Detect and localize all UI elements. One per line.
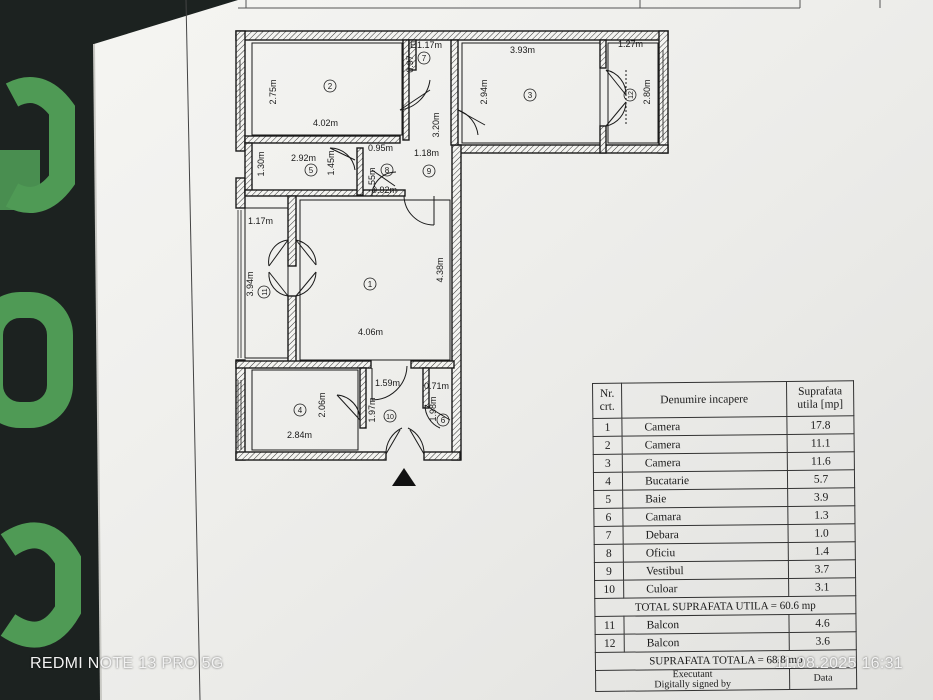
row-nr: 3 bbox=[593, 454, 623, 473]
row-nr: 8 bbox=[594, 544, 624, 563]
dim-4-02: 4.02m bbox=[313, 118, 338, 128]
row-nr: 10 bbox=[594, 580, 624, 599]
row-area: 3.1 bbox=[788, 577, 856, 597]
header-area: Suprafata utila [mp] bbox=[786, 380, 854, 417]
row-nr: 4 bbox=[593, 472, 623, 491]
row-nr: 7 bbox=[594, 526, 624, 545]
dim-1-55: 1.55m bbox=[367, 167, 377, 192]
row-name: Camera bbox=[622, 452, 788, 473]
row-name: Vestibul bbox=[623, 560, 789, 581]
room-9-label: 9 bbox=[427, 167, 432, 176]
dim-4-06: 4.06m bbox=[358, 327, 383, 337]
dim-4-38: 4.38m bbox=[435, 257, 445, 282]
dim-2-84: 2.84m bbox=[287, 430, 312, 440]
dim-1-59: 1.59m bbox=[375, 378, 400, 388]
row-nr: 9 bbox=[594, 562, 624, 581]
balcony-area: 3.6 bbox=[789, 631, 857, 651]
dim-1-27: 1.27m bbox=[618, 39, 643, 49]
row-nr: 1 bbox=[592, 418, 623, 437]
row-area: 1.0 bbox=[787, 523, 856, 543]
floor-plan bbox=[235, 30, 669, 461]
room-12-label: 12 bbox=[628, 91, 635, 99]
row-name: Culoar bbox=[623, 578, 789, 599]
dim-1-30: 1.30m bbox=[256, 151, 266, 176]
balcony-nr: 12 bbox=[595, 634, 625, 653]
dim-1-97: 1.97m bbox=[367, 397, 377, 422]
row-name: Bucatarie bbox=[622, 470, 788, 491]
balcony-area: 4.6 bbox=[788, 613, 857, 633]
row-area: 17.8 bbox=[786, 415, 855, 435]
room-7-label: 7 bbox=[422, 54, 427, 63]
dim-0-71: 0.71m bbox=[424, 381, 449, 391]
room-8-label: 8 bbox=[385, 166, 390, 175]
dim-3-93: 3.93m bbox=[510, 45, 535, 55]
room-3-label: 3 bbox=[528, 91, 533, 100]
dim-2-92: 2.92m bbox=[291, 153, 316, 163]
dim-1-17-top: 1.17m bbox=[417, 40, 442, 50]
row-name: Baie bbox=[622, 488, 788, 509]
dim-1-17-left: 1.17m bbox=[248, 216, 273, 226]
room-1-label: 1 bbox=[368, 280, 373, 289]
row-area: 3.7 bbox=[788, 559, 856, 579]
row-area: 3.9 bbox=[787, 487, 855, 507]
row-name: Oficiu bbox=[623, 542, 789, 563]
row-area: 1.4 bbox=[788, 541, 856, 561]
row-area: 11.1 bbox=[787, 433, 855, 453]
signed-label: Digitally signed by bbox=[654, 678, 732, 691]
dim-3-94: 3.94m bbox=[245, 271, 255, 296]
header-nr: Nr. crt. bbox=[592, 383, 622, 419]
room-number-markers bbox=[257, 51, 637, 427]
camera-datetime-watermark: 11.08.2025 16:31 bbox=[774, 655, 903, 672]
row-name: Debara bbox=[623, 524, 789, 545]
row-name: Camera bbox=[621, 416, 788, 437]
room-11-label: 11 bbox=[262, 288, 269, 295]
room-4-label: 4 bbox=[298, 406, 303, 415]
dim-3-20: 3.20m bbox=[431, 112, 441, 137]
dim-0-92: 0.92m bbox=[372, 185, 397, 195]
balcony-nr: 11 bbox=[594, 616, 625, 635]
header-name: Denumire incapere bbox=[621, 381, 787, 419]
dim-2-80: 2.80m bbox=[642, 79, 652, 104]
row-area: 5.7 bbox=[787, 469, 855, 489]
balcony-name: Balcon bbox=[624, 632, 790, 653]
dim-e-label: E bbox=[410, 40, 416, 50]
balcony-name: Balcon bbox=[623, 614, 790, 635]
row-name: Camara bbox=[622, 506, 788, 527]
dim-2-94: 2.94m bbox=[479, 79, 489, 104]
room-10-label: 10 bbox=[386, 414, 394, 421]
room-5-label: 5 bbox=[309, 166, 314, 175]
row-nr: 6 bbox=[593, 508, 624, 527]
room-2-label: 2 bbox=[328, 82, 333, 91]
table-header-row: Nr. crt. Denumire incapere Suprafata uti… bbox=[592, 380, 854, 419]
entrance-arrow-icon bbox=[392, 468, 416, 486]
dim-0-95: 0.95m bbox=[368, 143, 393, 153]
row-area: 1.3 bbox=[787, 505, 855, 525]
dim-2-75: 2.75m bbox=[268, 79, 278, 104]
door-swings bbox=[268, 69, 627, 455]
row-name: Camera bbox=[622, 434, 788, 455]
row-nr: 5 bbox=[593, 490, 623, 509]
dim-2-06: 2.06m bbox=[317, 392, 327, 417]
outer-walls bbox=[235, 30, 669, 461]
area-table: Nr. crt. Denumire incapere Suprafata uti… bbox=[592, 380, 857, 692]
row-nr: 2 bbox=[593, 436, 623, 455]
row-area: 11.6 bbox=[787, 451, 855, 471]
camera-brand-watermark: REDMI NOTE 13 PRO 5G bbox=[30, 655, 224, 672]
footer-executant: Executant Digitally signed by bbox=[595, 668, 790, 692]
dim-1-45: 1.45m bbox=[326, 150, 336, 175]
dim-0-97: 0.97 bbox=[405, 55, 415, 73]
room-6-label: 6 bbox=[441, 416, 446, 425]
dim-1-98: 1.98m bbox=[428, 396, 438, 421]
dim-1-18: 1.18m bbox=[414, 148, 439, 158]
